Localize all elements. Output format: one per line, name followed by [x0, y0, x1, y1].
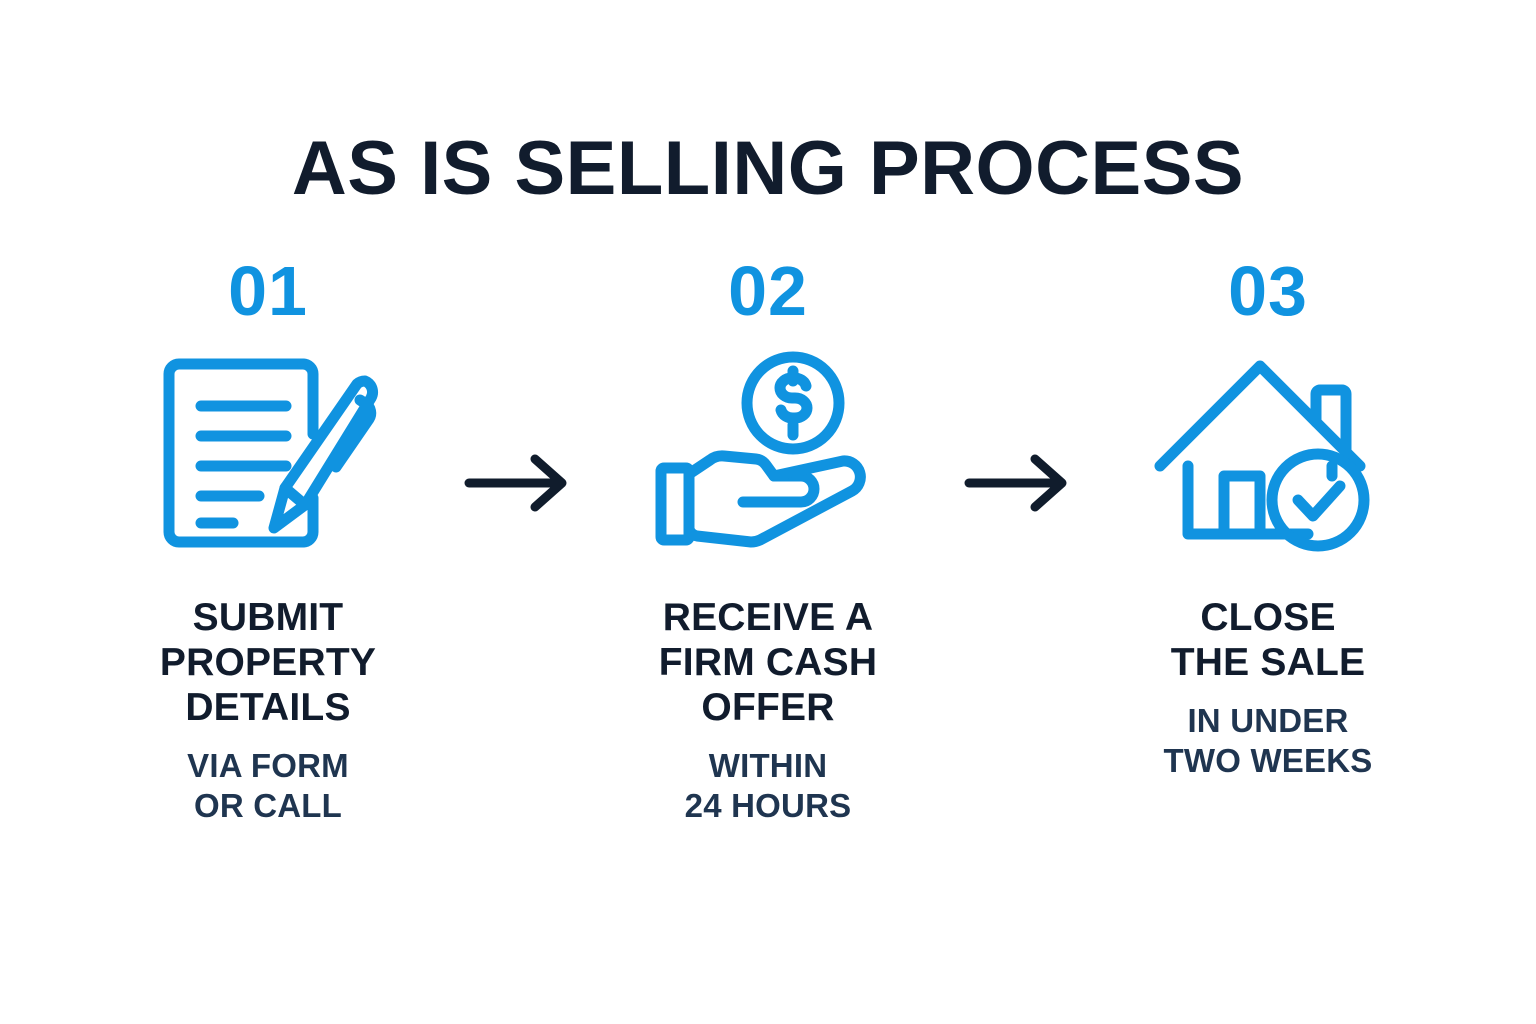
page-title: AS IS SELLING PROCESS: [291, 125, 1245, 211]
step-title-2: RECEIVE A FIRM CASH OFFER: [658, 596, 878, 729]
steps-row: 01: [0, 255, 1536, 935]
step-card-1: 01: [103, 255, 433, 826]
step-card-3: 03: [1103, 255, 1433, 781]
document-pen-icon: [163, 358, 379, 548]
arrow-right-icon: [964, 454, 1067, 512]
step-subtitle-2: WITHIN 24 HOURS: [684, 747, 852, 824]
step-number-2: 02: [728, 252, 808, 330]
step-number-1: 01: [228, 252, 308, 330]
step-number-3: 03: [1228, 252, 1308, 330]
house-check-icon: [1154, 360, 1370, 552]
step-icon-3-wrap: [1148, 353, 1388, 553]
step-subtitle-1: VIA FORM OR CALL: [187, 747, 349, 824]
step-card-2: 02: [603, 255, 933, 826]
step-title-1: SUBMIT PROPERTY DETAILS: [159, 596, 377, 729]
step-title-3: CLOSE THE SALE: [1170, 596, 1366, 684]
step-icon-1-wrap: [153, 353, 383, 553]
step-icon-2-wrap: [648, 351, 888, 553]
arrow-right-icon: [464, 454, 567, 512]
connector-2: [933, 255, 1103, 513]
step-subtitle-3: IN UNDER TWO WEEKS: [1163, 702, 1373, 779]
hand-holding-dollar-coin-icon: [655, 351, 866, 548]
connector-1: [433, 255, 603, 513]
